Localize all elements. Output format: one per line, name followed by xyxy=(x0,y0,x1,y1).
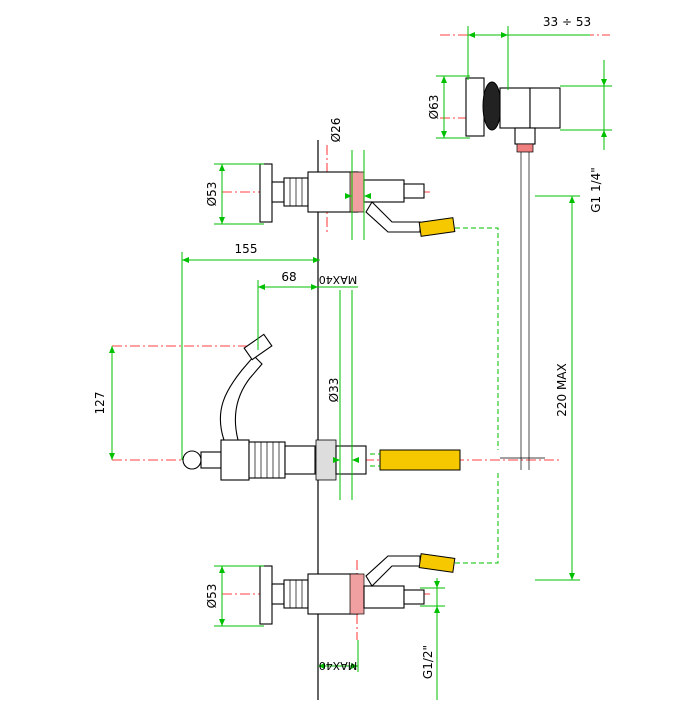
dim-upper-stem xyxy=(345,150,371,240)
upper-nozzle xyxy=(403,183,425,199)
dim-flush-depth xyxy=(467,26,590,90)
spout-neck xyxy=(200,451,222,469)
label-spout-offset: 68 xyxy=(281,270,296,284)
flush-seal xyxy=(482,81,502,131)
spout-assembly xyxy=(182,333,461,481)
dim-spout-body xyxy=(333,290,359,500)
upper-outlet xyxy=(363,179,405,203)
dim-spout-offset xyxy=(257,280,358,350)
dim-spout-height xyxy=(109,346,115,460)
lower-collar xyxy=(271,583,285,605)
spout-hose xyxy=(379,449,461,471)
label-spout-height: 127 xyxy=(93,392,107,415)
flush-valve xyxy=(465,77,561,470)
lower-outlet xyxy=(363,585,405,609)
label-flush-diameter: Ø63 xyxy=(427,95,441,120)
upper-collar xyxy=(271,181,285,203)
lower-flange xyxy=(349,573,365,615)
lower-hose xyxy=(418,553,456,573)
flush-outlet xyxy=(514,127,536,145)
lower-nozzle xyxy=(403,589,425,605)
lower-handle xyxy=(259,565,273,625)
upper-tap xyxy=(259,163,456,237)
dim-wall-max-bottom xyxy=(318,640,359,672)
upper-hose xyxy=(418,217,456,237)
label-upper-handle: Ø53 xyxy=(205,182,219,207)
label-lower-handle: Ø53 xyxy=(205,584,219,609)
label-flush-thread: G1 1/4" xyxy=(589,167,603,213)
flush-cap xyxy=(529,87,561,129)
dim-spout-reach xyxy=(181,252,320,460)
flush-nut xyxy=(516,143,534,153)
upper-handle xyxy=(259,163,273,223)
dim-supply-thread xyxy=(420,578,445,700)
dim-upper-handle xyxy=(214,163,264,225)
label-spout-reach: 155 xyxy=(235,242,258,256)
spout-knob xyxy=(182,450,202,470)
spout-arm xyxy=(219,355,263,441)
dim-lower-handle xyxy=(214,565,264,627)
upper-hose-route xyxy=(455,227,499,450)
lower-hose-route xyxy=(455,472,499,564)
label-wall-max-bottom: MAX40 xyxy=(319,659,358,672)
label-max-length: 220 MAX xyxy=(555,363,569,417)
label-wall-max-top: MAX40 xyxy=(319,273,358,286)
spout-base xyxy=(220,439,250,481)
label-spout-body: Ø33 xyxy=(327,378,341,403)
label-supply-thread: G1/2" xyxy=(421,645,435,679)
lower-tap xyxy=(259,553,456,625)
label-upper-stem: Ø26 xyxy=(329,118,343,143)
label-flush-depth: 33 ÷ 53 xyxy=(543,15,591,29)
upper-elbow xyxy=(365,201,421,233)
lower-elbow xyxy=(365,555,421,587)
flush-body xyxy=(499,87,531,129)
dim-flush-thread xyxy=(560,60,612,150)
dim-max-length xyxy=(535,195,580,581)
dim-flush-diameter xyxy=(436,75,470,139)
flush-rosette xyxy=(465,77,485,137)
spout-collar xyxy=(284,445,316,475)
